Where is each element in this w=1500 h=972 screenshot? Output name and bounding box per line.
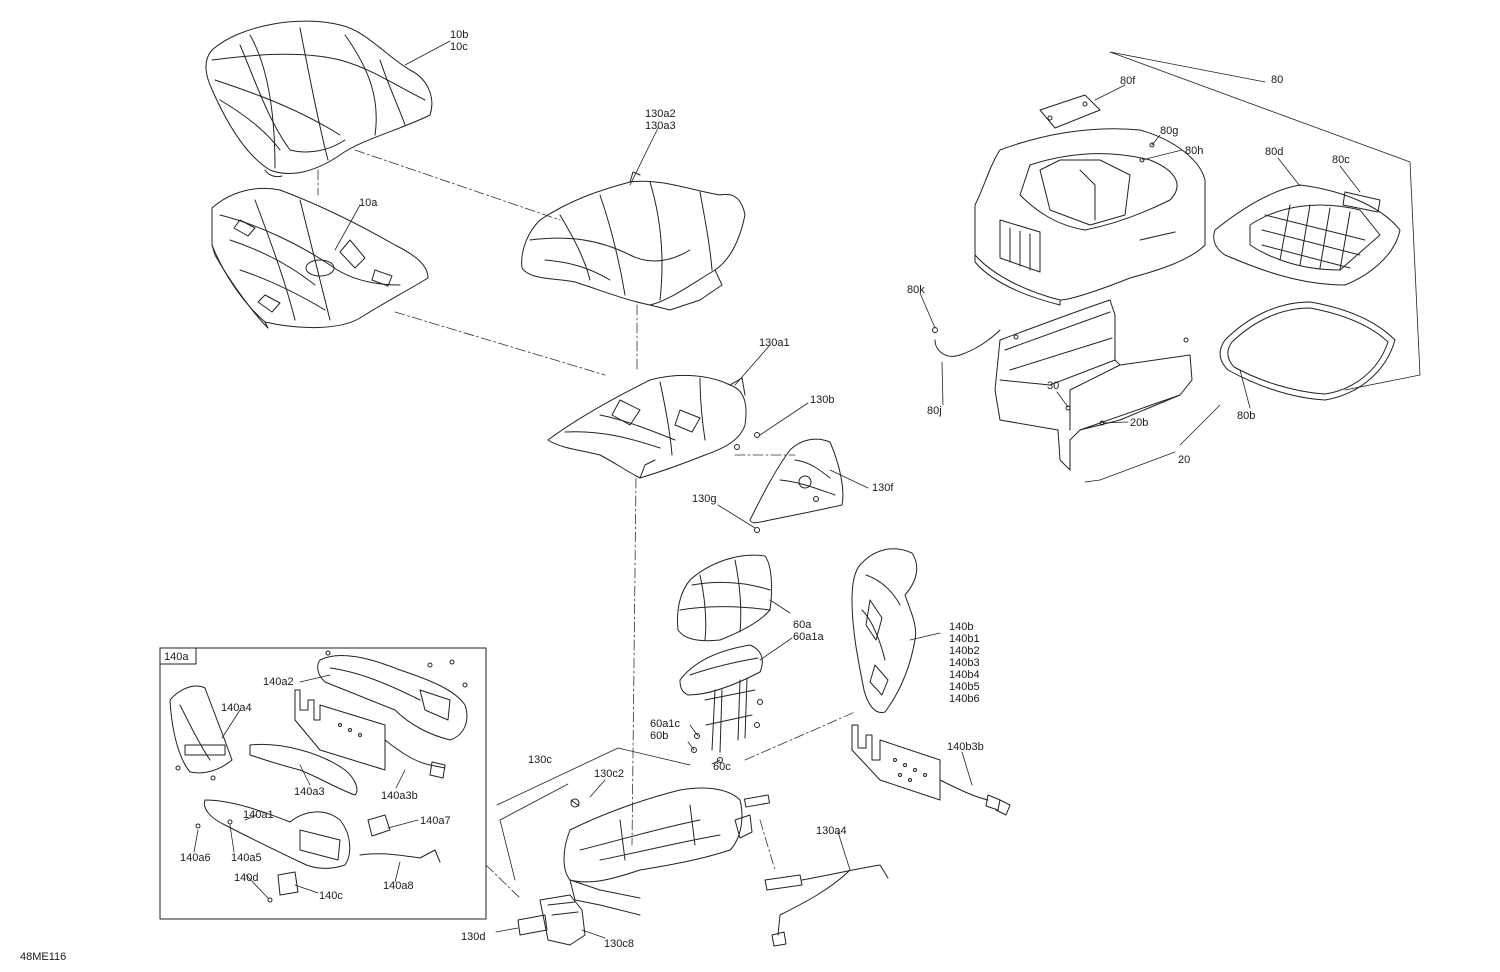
callout-80b: 80b [1237, 410, 1256, 422]
callout-60c: 60c [713, 761, 731, 773]
callout-130c2: 130c2 [594, 768, 624, 780]
box-lid-drawing [1213, 184, 1401, 286]
callout-130a4: 130a4 [816, 825, 847, 837]
seat-base-drawing [211, 187, 429, 329]
rail-bracket-drawing [517, 894, 586, 946]
alignment-lines [317, 149, 856, 899]
callout-140a7: 140a7 [420, 815, 451, 827]
callout-80: 80 [1271, 74, 1284, 86]
callout-80d: 80d [1265, 146, 1284, 158]
seat-cushion-drawing [205, 20, 433, 178]
callout-140a3b: 140a3b [381, 790, 418, 802]
callout-80f: 80f [1120, 75, 1136, 87]
box-mount-frame-drawing [994, 299, 1193, 471]
side-wiring-drawing [851, 724, 1011, 816]
callout-140a6: 140a6 [180, 852, 211, 864]
callout-140c: 140c [319, 890, 343, 902]
callout-130d: 130d [461, 931, 486, 943]
callout-140a1: 140a1 [243, 809, 274, 821]
callout-80j: 80j [927, 405, 942, 417]
callout-80k: 80k [907, 284, 925, 296]
callout-140d: 140d [234, 872, 259, 884]
callout-20: 20 [1178, 454, 1191, 466]
callout-140a4: 140a4 [221, 702, 252, 714]
leader-lines [193, 40, 1421, 939]
callout-130b: 130b [810, 394, 835, 406]
inset-frame [159, 647, 487, 920]
box-latch-drawing [1039, 94, 1155, 163]
callout-80h: 80h [1185, 145, 1204, 157]
figure-reference: 48ME116 [20, 951, 67, 963]
callout-130f: 130f [872, 482, 894, 494]
callout-130a1: 130a1 [759, 337, 790, 349]
callout-140a8: 140a8 [383, 880, 414, 892]
seat-rail-drawing [563, 787, 771, 916]
callout-140a5: 140a5 [231, 852, 262, 864]
callout-80c: 80c [1332, 154, 1350, 166]
storage-box-drawing [974, 128, 1206, 306]
box-seal-drawing [1219, 301, 1396, 401]
backrest-pad-drawing [677, 554, 773, 642]
inset-title-box [159, 647, 197, 665]
seat-wiring-drawing [764, 864, 889, 947]
callout-10a: 10a [359, 197, 378, 209]
side-cover-drawing [749, 438, 844, 533]
callout-130c8: 130c8 [604, 938, 634, 950]
box-cable-drawing [932, 327, 1001, 357]
callout-140a3: 140a3 [294, 786, 325, 798]
inset-title: 140a [164, 651, 189, 663]
callout-20b: 20b [1130, 417, 1149, 429]
inset-armrest-drawing [169, 650, 468, 903]
backrest-bracket-drawing [679, 644, 763, 763]
seat-foam-drawing [521, 171, 746, 311]
callout-130g: 130g [692, 493, 717, 505]
callout-140a2: 140a2 [263, 676, 294, 688]
callout-140b3b: 140b3b [947, 741, 984, 753]
callout-30: 30 [1047, 380, 1060, 392]
callout-80g: 80g [1160, 125, 1179, 137]
seat-frame-drawing [547, 374, 760, 479]
callout-130c: 130c [528, 754, 552, 766]
side-panel-drawing [851, 548, 918, 714]
